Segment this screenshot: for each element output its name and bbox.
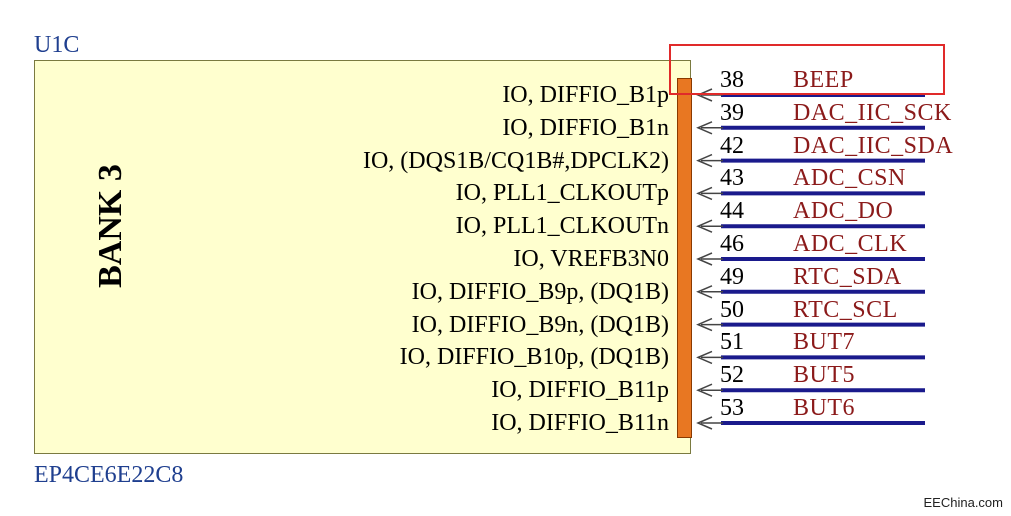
pin-number: 52: [720, 362, 744, 389]
pin-function-label: IO, DIFFIO_B9p, (DQ1B): [411, 278, 669, 305]
net-label: DAC_IIC_SDA: [793, 132, 954, 159]
pin-function-label: IO, PLL1_CLKOUTn: [455, 213, 669, 240]
bidirectional-arrow-icon: [696, 219, 713, 233]
bidirectional-arrow-icon: [696, 88, 713, 102]
net-label: BUT7: [793, 329, 855, 356]
pin-function-label: IO, DIFFIO_B1n: [502, 114, 669, 141]
net-label: DAC_IIC_SCK: [793, 99, 952, 126]
net-label: BEEP: [793, 67, 854, 93]
bidirectional-arrow-icon: [696, 416, 713, 430]
pin-number: 50: [720, 296, 744, 323]
bidirectional-arrow-icon: [696, 186, 713, 201]
pin-number: 38: [720, 67, 744, 93]
highlight-box: [669, 44, 945, 95]
watermark: EEChina.com: [923, 495, 1003, 510]
pin-bar: [677, 78, 692, 438]
component-body: BANK 3: [34, 60, 691, 454]
pin-number: 46: [720, 231, 744, 257]
pin-function-label: IO, DIFFIO_B10p, (DQ1B): [399, 344, 669, 371]
component-part-number: EP4CE6E22C8: [34, 462, 184, 488]
pin-number: 42: [720, 132, 744, 159]
net-label: ADC_DO: [793, 198, 894, 225]
net-label: ADC_CSN: [793, 165, 906, 192]
component-designator: U1C: [34, 32, 80, 58]
bidirectional-arrow-icon: [696, 317, 713, 332]
pin-number: 39: [720, 99, 744, 126]
pin-function-label: IO, PLL1_CLKOUTp: [455, 180, 669, 207]
net-label: RTC_SDA: [793, 263, 902, 290]
bidirectional-arrow-icon: [696, 383, 713, 397]
bidirectional-arrow-icon: [696, 285, 713, 299]
net-label: ADC_CLK: [793, 231, 908, 257]
net-label: RTC_SCL: [793, 296, 898, 323]
bidirectional-arrow-icon: [696, 153, 713, 168]
net-label: BUT6: [793, 395, 855, 421]
pin-function-label: IO, (DQS1B/CQ1B#,DPCLK2): [362, 147, 669, 174]
pin-function-label: IO, DIFFIO_B11n: [491, 410, 669, 436]
pin-number: 43: [720, 165, 744, 192]
net-label: BUT5: [793, 362, 855, 389]
pin-number: 53: [720, 395, 744, 421]
pin-function-label: IO, DIFFIO_B9n, (DQ1B): [411, 311, 669, 338]
bidirectional-arrow-icon: [696, 252, 713, 266]
pin-number: 49: [720, 263, 744, 290]
pin-number: 51: [720, 329, 744, 356]
pin-function-label: IO, DIFFIO_B1p: [502, 82, 669, 108]
pin-number: 44: [720, 198, 744, 225]
bidirectional-arrow-icon: [696, 121, 713, 135]
pin-function-label: IO, DIFFIO_B11p: [491, 377, 669, 404]
bidirectional-arrow-icon: [696, 350, 713, 365]
pin-function-label: IO, VREFB3N0: [513, 246, 669, 272]
